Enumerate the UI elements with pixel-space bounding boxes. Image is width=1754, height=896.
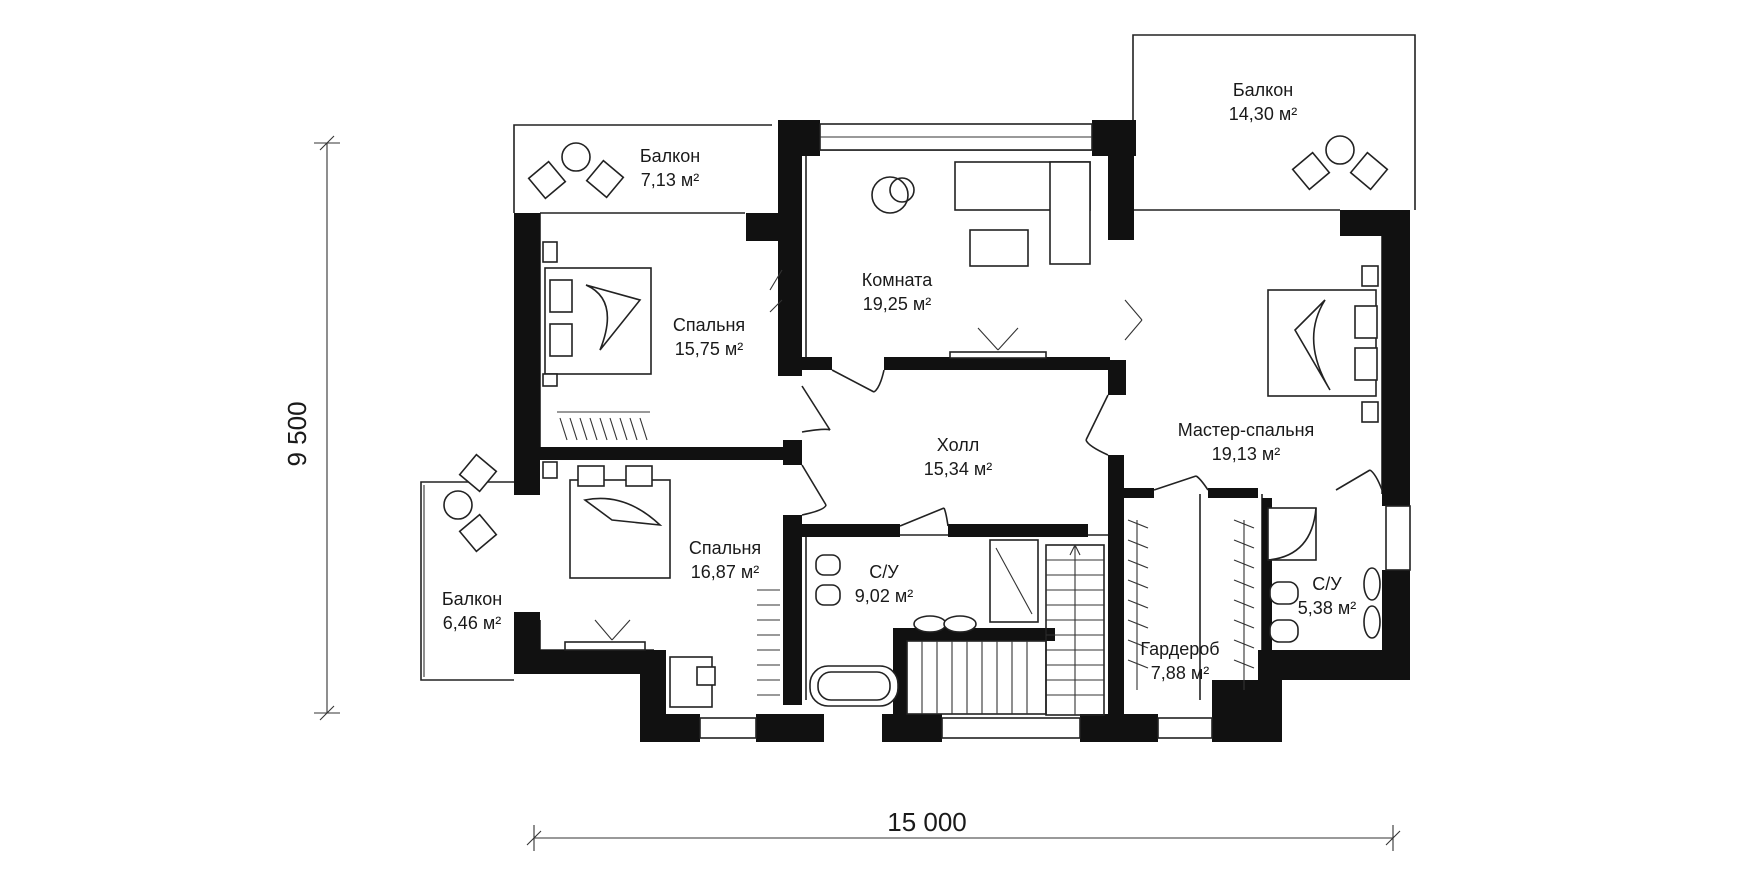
svg-text:С/У: С/У [1312,574,1342,594]
svg-text:Спальня: Спальня [673,315,745,335]
svg-text:Балкон: Балкон [1233,80,1293,100]
dimension-width-label: 15 000 [887,807,967,837]
svg-text:19,25 м²: 19,25 м² [863,294,931,314]
room-label-balcony-ne: Балкон 14,30 м² [1229,80,1297,124]
balcony-railings [420,34,1416,681]
dimension-horizontal [526,825,1401,851]
svg-text:Комната: Комната [862,270,933,290]
svg-text:19,13 м²: 19,13 м² [1212,444,1280,464]
svg-text:Спальня: Спальня [689,538,761,558]
doors [801,369,1383,527]
svg-text:15,34 м²: 15,34 м² [924,459,992,479]
room-label-bath-2: С/У 5,38 м² [1298,574,1356,618]
dimension-height-label: 9 500 [282,401,312,466]
svg-text:7,13 м²: 7,13 м² [641,170,699,190]
stairs [906,544,1105,716]
svg-text:Гардероб: Гардероб [1140,639,1219,659]
room-label-balcony-nw: Балкон 7,13 м² [640,146,700,190]
svg-text:9,02 м²: 9,02 м² [855,586,913,606]
walls [514,120,1411,742]
svg-text:Мастер-спальня: Мастер-спальня [1178,420,1315,440]
room-label-bath-1: С/У 9,02 м² [855,562,913,606]
svg-text:14,30 м²: 14,30 м² [1229,104,1297,124]
svg-text:7,88 м²: 7,88 м² [1151,663,1209,683]
room-label-hall: Холл 15,34 м² [924,435,992,479]
svg-text:5,38 м²: 5,38 м² [1298,598,1356,618]
svg-text:6,46 м²: 6,46 м² [443,613,501,633]
svg-text:16,87 м²: 16,87 м² [691,562,759,582]
room-label-balcony-w: Балкон 6,46 м² [442,589,502,633]
svg-text:15,75 м²: 15,75 м² [675,339,743,359]
room-label-living: Комната 19,25 м² [862,270,933,314]
svg-text:Балкон: Балкон [640,146,700,166]
room-label-master: Мастер-спальня 19,13 м² [1178,420,1315,464]
svg-text:Балкон: Балкон [442,589,502,609]
furniture [443,135,1389,708]
svg-text:Холл: Холл [937,435,979,455]
dimension-vertical [314,135,340,721]
room-label-wardrobe: Гардероб 7,88 м² [1140,639,1219,683]
room-label-bedroom-1: Спальня 15,75 м² [673,315,745,359]
svg-text:С/У: С/У [869,562,899,582]
room-label-bedroom-2: Спальня 16,87 м² [689,538,761,582]
